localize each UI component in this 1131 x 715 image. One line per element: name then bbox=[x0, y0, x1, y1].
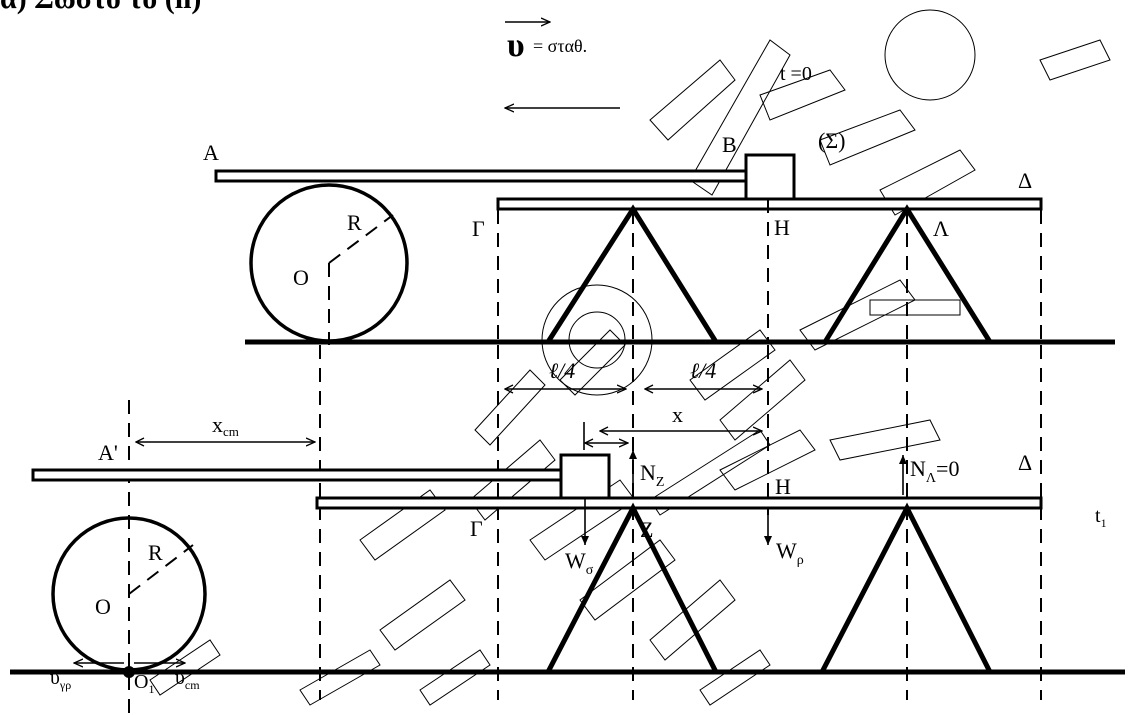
contact-point-O1 bbox=[123, 666, 135, 678]
bottom-label-H: H bbox=[775, 474, 791, 499]
top-label-R: R bbox=[347, 210, 362, 235]
bottom-label-R: R bbox=[148, 540, 163, 565]
bottom-support-right bbox=[819, 502, 993, 674]
bottom-label-O1: O1 bbox=[134, 671, 154, 696]
label-N-L: NΛ=0 bbox=[910, 456, 959, 486]
top-label-B: B bbox=[722, 132, 737, 157]
dim-xcm: xcm bbox=[212, 412, 239, 439]
top-label-delta: Δ bbox=[1018, 168, 1032, 193]
label-v-gr: υγρ bbox=[50, 667, 71, 692]
top-label-sigma: (Σ) bbox=[818, 128, 845, 153]
label-W-rho: Wρ bbox=[776, 538, 804, 568]
velocity-symbol: υ bbox=[507, 27, 525, 64]
top-scene: A B (Σ) Δ Γ H Λ R O bbox=[203, 128, 1115, 345]
top-plank-AB bbox=[214, 169, 748, 183]
dim-quarter-right: ℓ/4 bbox=[690, 358, 716, 383]
dim-quarter-left: ℓ/4 bbox=[549, 358, 575, 383]
top-support-left bbox=[545, 204, 719, 344]
top-label-O: O bbox=[293, 265, 309, 290]
bottom-support-left bbox=[545, 502, 719, 674]
bottom-block bbox=[559, 453, 611, 500]
label-W-sigma: Wσ bbox=[565, 548, 594, 578]
header-title: α) Σωστό το (ii) bbox=[0, 0, 201, 15]
velocity-note: = σταθ. bbox=[533, 36, 587, 56]
bottom-scene: A' Δ Γ H Z R O O1 t1 NZ NΛ=0 Wσ Wρ υγρ υ… bbox=[10, 400, 1125, 715]
top-block-sigma bbox=[744, 153, 796, 201]
watermark-outline bbox=[149, 9, 1111, 706]
bottom-label-O: O bbox=[95, 594, 111, 619]
top-support-right bbox=[822, 204, 993, 344]
label-N-Z: NZ bbox=[640, 460, 664, 490]
bottom-label-A-prime: A' bbox=[98, 440, 118, 465]
label-v-cm: υcm bbox=[175, 667, 200, 692]
dim-x: x bbox=[672, 402, 683, 427]
bottom-label-delta: Δ bbox=[1018, 450, 1032, 475]
top-label-lambda: Λ bbox=[933, 216, 949, 241]
velocity-indicator: υ = σταθ. bbox=[505, 22, 620, 108]
bottom-label-gamma: Γ bbox=[470, 516, 483, 541]
top-label-H: H bbox=[774, 215, 790, 240]
top-label-A: A bbox=[203, 140, 219, 165]
bottom-plank-A bbox=[31, 468, 563, 482]
dimension-lines: ℓ/4 ℓ/4 x xcm bbox=[136, 345, 1042, 700]
bottom-plank-GD bbox=[315, 496, 1043, 510]
time-label-t0: t =0 bbox=[780, 63, 812, 85]
time-label-t1: t1 bbox=[1095, 505, 1107, 530]
bottom-label-Z: Z bbox=[640, 517, 653, 542]
top-label-gamma: Γ bbox=[472, 216, 485, 241]
